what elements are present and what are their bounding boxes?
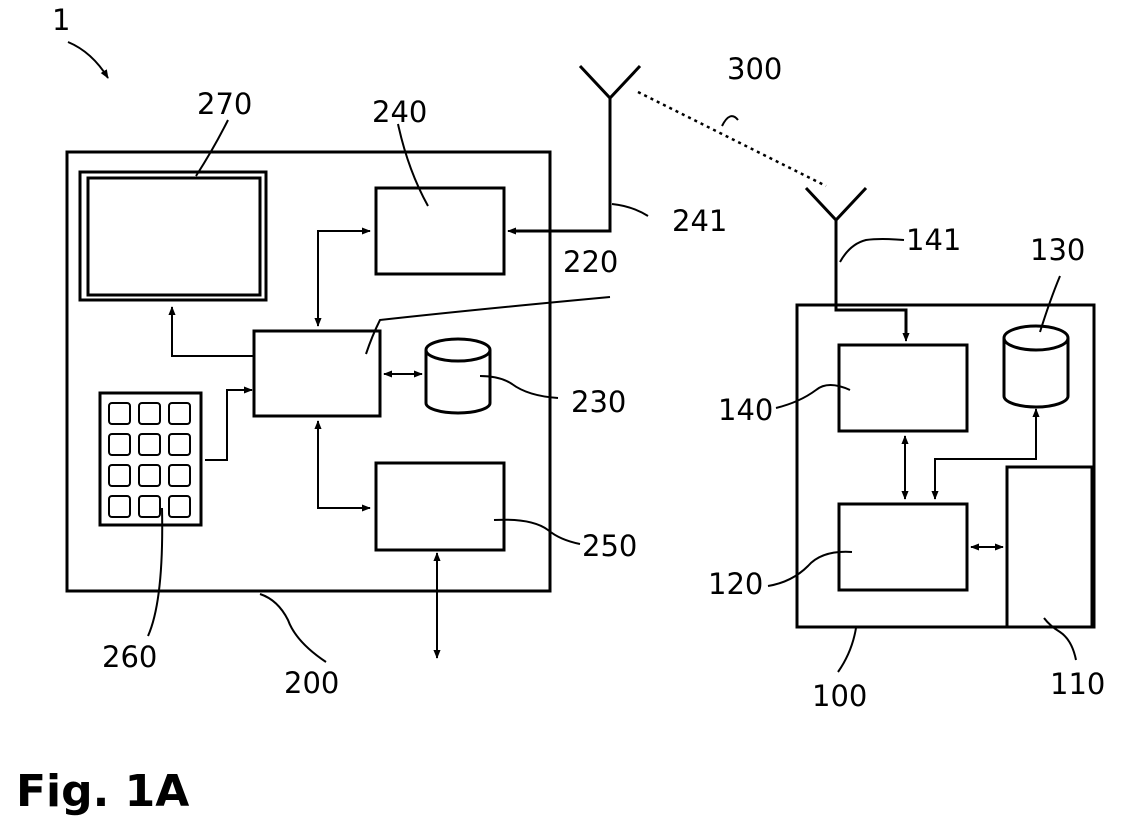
figure-caption: Fig. 1A xyxy=(16,766,189,817)
keypad-key xyxy=(169,496,190,517)
wireless-link-300 xyxy=(638,92,826,186)
block-120 xyxy=(839,504,967,590)
label-110: 110 xyxy=(1050,667,1105,701)
label-100: 100 xyxy=(812,679,867,713)
controller-250-link xyxy=(318,421,370,508)
keypad-key xyxy=(109,465,130,486)
label-241: 241 xyxy=(672,204,727,238)
block-220 xyxy=(254,331,380,416)
block-140 xyxy=(839,345,967,431)
label-220: 220 xyxy=(563,245,618,279)
label-270: 270 xyxy=(197,87,252,121)
keypad-key xyxy=(109,434,130,455)
label-260: 260 xyxy=(102,640,157,674)
label-250: 250 xyxy=(582,529,637,563)
storage-130-cylinder xyxy=(1004,326,1068,407)
keypad-key xyxy=(169,434,190,455)
label-140: 140 xyxy=(718,393,773,427)
display-270-screen xyxy=(88,178,260,295)
label-300: 300 xyxy=(727,52,782,86)
label-200: 200 xyxy=(284,666,339,700)
block-110 xyxy=(1007,467,1092,627)
controller-to-display-arrow xyxy=(172,307,254,356)
keypad-key xyxy=(139,434,160,455)
keypad-key xyxy=(169,465,190,486)
keypad-key xyxy=(139,465,160,486)
130-120-link xyxy=(935,409,1036,499)
label-230: 230 xyxy=(571,385,626,419)
keypad-to-controller-arrow xyxy=(205,390,252,460)
block-250 xyxy=(376,463,504,550)
keypad-key xyxy=(169,403,190,424)
block-240 xyxy=(376,188,504,274)
keypad-key xyxy=(109,403,130,424)
label-141: 141 xyxy=(906,223,961,257)
controller-240-link xyxy=(318,231,370,326)
system-pointer-arrow xyxy=(68,42,108,78)
keypad-key xyxy=(139,496,160,517)
keypad-260 xyxy=(100,393,201,525)
antenna-141 xyxy=(806,188,906,338)
label-120: 120 xyxy=(708,567,763,601)
system-label: 1 xyxy=(52,3,70,37)
label-130: 130 xyxy=(1030,233,1085,267)
display-270-outer xyxy=(80,172,266,300)
label-240: 240 xyxy=(372,95,427,129)
keypad-key xyxy=(109,496,130,517)
keypad-key xyxy=(139,403,160,424)
